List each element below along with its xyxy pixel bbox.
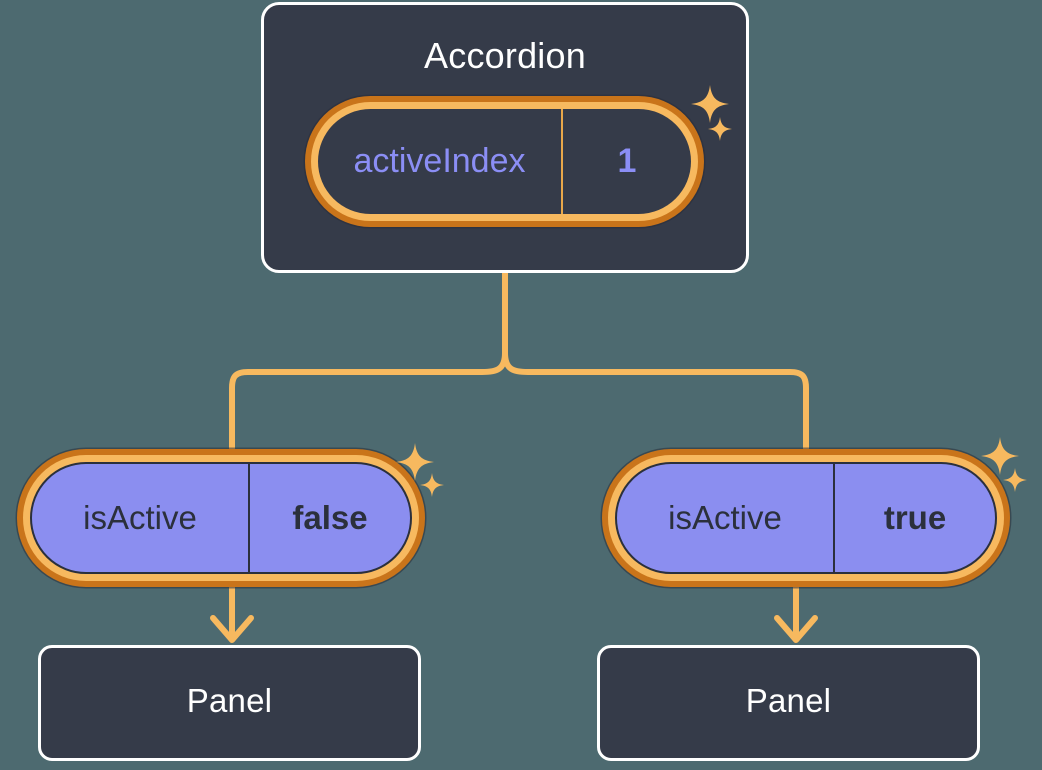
pill-body: isActive false	[30, 462, 412, 574]
pill-body: isActive true	[615, 462, 997, 574]
sparkle-left-pill-small-icon	[420, 473, 444, 497]
accordion-title: Accordion	[424, 35, 586, 76]
prop-value-label: 1	[617, 142, 637, 180]
component-node-panel-right[interactable]: Panel	[597, 645, 980, 761]
arrow-right-panel-head	[774, 615, 818, 643]
prop-pill-active-index[interactable]: activeIndex 1	[305, 96, 704, 227]
pill-inner-ring: isActive true	[608, 455, 1004, 581]
panel-left-title: Panel	[186, 682, 273, 719]
pill-outer-ring: isActive false	[17, 449, 425, 587]
arrow-left-panel-head	[210, 615, 254, 643]
prop-key-label: activeIndex	[318, 109, 563, 214]
prop-pill-is-active-right[interactable]: isActive true	[602, 449, 1010, 587]
connector-branch-left	[229, 350, 508, 455]
prop-key-label: isActive	[617, 464, 835, 572]
prop-value-label: false	[292, 499, 368, 536]
component-node-panel-left[interactable]: Panel	[38, 645, 421, 761]
prop-value-label: true	[883, 499, 947, 536]
pill-outer-ring: activeIndex 1	[305, 96, 704, 227]
sparkle-right-pill-small-icon	[1003, 468, 1027, 492]
prop-pill-is-active-left[interactable]: isActive false	[17, 449, 425, 587]
pill-body: activeIndex 1	[318, 109, 691, 214]
panel-right-title: Panel	[745, 682, 832, 719]
prop-key-label: isActive	[32, 464, 250, 572]
pill-inner-ring: isActive false	[23, 455, 419, 581]
pill-outer-ring: isActive true	[602, 449, 1010, 587]
pill-inner-ring: activeIndex 1	[311, 102, 698, 221]
connector-branch-right	[502, 350, 809, 455]
